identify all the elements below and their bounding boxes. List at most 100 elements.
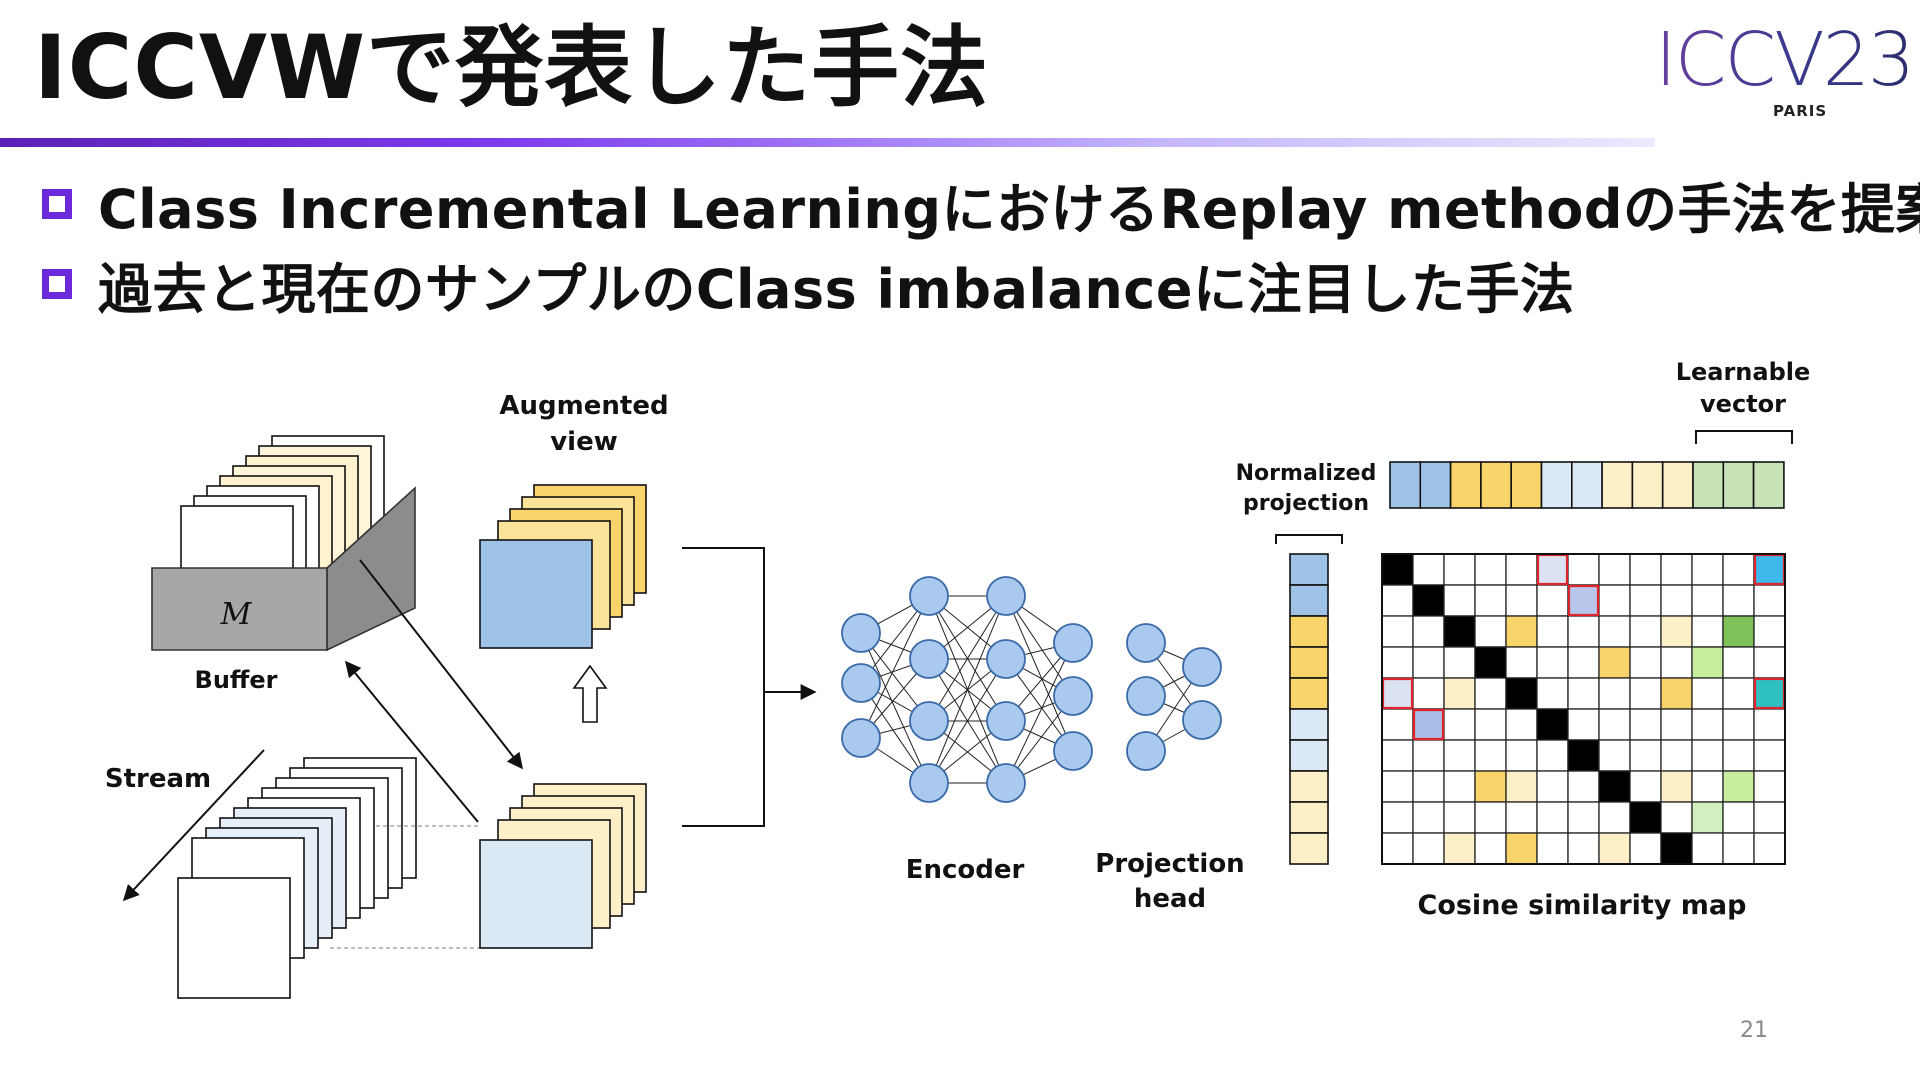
- similarity-cell: [1443, 801, 1476, 834]
- similarity-cell: [1722, 708, 1755, 741]
- similarity-cell: [1412, 739, 1445, 772]
- similarity-cell: [1381, 584, 1414, 617]
- similarity-cell: [1598, 801, 1631, 834]
- similarity-cell: [1598, 584, 1631, 617]
- projection-head-node: [1126, 676, 1166, 716]
- encoder-connection: [928, 658, 1007, 784]
- projection-head-label-line1: Projection: [1095, 849, 1244, 879]
- similarity-cell: [1412, 646, 1445, 679]
- similarity-cell: [1381, 615, 1414, 648]
- similarity-cell: [1505, 615, 1538, 648]
- normalized-label-line2: projection: [1243, 491, 1369, 516]
- similarity-cell: [1474, 584, 1507, 617]
- similarity-cell: [1443, 553, 1476, 586]
- similarity-cell: [1505, 708, 1538, 741]
- stream-label: Stream: [105, 764, 211, 794]
- encoder-connection: [860, 632, 930, 784]
- encoder-label: Encoder: [906, 855, 1025, 885]
- similarity-cell: [1505, 584, 1538, 617]
- similarity-cell: [1722, 739, 1755, 772]
- similarity-cell: [1691, 770, 1724, 803]
- normalized-projection-cell: [1289, 739, 1329, 772]
- similarity-cell: [1474, 708, 1507, 741]
- similarity-cell: [1660, 770, 1693, 803]
- learnable-vector-cell: [1661, 461, 1694, 509]
- similarity-cell: [1474, 646, 1507, 679]
- similarity-cell: [1691, 646, 1724, 679]
- similarity-cell: [1753, 646, 1786, 679]
- similarity-cell: [1381, 832, 1414, 865]
- similarity-cell: [1381, 739, 1414, 772]
- similarity-cell: [1505, 646, 1538, 679]
- learnable-vector-cell: [1419, 461, 1452, 509]
- similarity-cell: [1567, 584, 1600, 617]
- similarity-cell: [1412, 584, 1445, 617]
- similarity-cell: [1381, 677, 1414, 710]
- projection-head-node: [1126, 731, 1166, 771]
- similarity-cell: [1536, 770, 1569, 803]
- similarity-cell: [1660, 708, 1693, 741]
- iccv-logo: ICCV23 PARIS: [1655, 18, 1917, 128]
- square-bullet-icon: [42, 189, 72, 219]
- similarity-map-border: [1381, 553, 1786, 865]
- similarity-cell: [1753, 615, 1786, 648]
- logo-subtitle: PARIS: [1773, 102, 1828, 120]
- similarity-cell: [1660, 739, 1693, 772]
- similarity-cell: [1598, 615, 1631, 648]
- logo-text: ICCV23: [1655, 17, 1915, 103]
- similarity-cell: [1660, 832, 1693, 865]
- stream-arrow: [122, 749, 265, 902]
- similarity-cell: [1505, 677, 1538, 710]
- projection-head-network: [1126, 623, 1222, 771]
- cosine-map-label: Cosine similarity map: [1418, 890, 1747, 921]
- similarity-cell: [1660, 646, 1693, 679]
- encoder-connection: [860, 595, 930, 739]
- similarity-cell: [1691, 553, 1724, 586]
- projection-head-node: [1126, 623, 1166, 663]
- similarity-cell: [1474, 801, 1507, 834]
- similarity-cell: [1753, 770, 1786, 803]
- encoder-node: [1053, 731, 1093, 771]
- similarity-cell: [1412, 801, 1445, 834]
- bullet-text-2: 過去と現在のサンプルのClass imbalanceに注目した手法: [98, 257, 1575, 321]
- similarity-cell: [1660, 615, 1693, 648]
- learnable-vector-cell: [1540, 461, 1573, 509]
- encoder-connection: [1005, 642, 1074, 784]
- similarity-cell: [1536, 553, 1569, 586]
- encoder-node: [841, 718, 881, 758]
- similarity-cell: [1691, 615, 1724, 648]
- similarity-cell: [1474, 739, 1507, 772]
- similarity-cell: [1474, 832, 1507, 865]
- similarity-cell: [1660, 553, 1693, 586]
- similarity-cell: [1660, 584, 1693, 617]
- normalized-projection-cell: [1289, 832, 1329, 865]
- encoder-node: [1053, 676, 1093, 716]
- merge-bracket: [682, 547, 765, 827]
- similarity-cell: [1598, 677, 1631, 710]
- similarity-cell: [1567, 801, 1600, 834]
- buffer-to-view-arrow: [359, 559, 523, 770]
- similarity-cell: [1598, 553, 1631, 586]
- similarity-cell: [1443, 615, 1476, 648]
- similarity-cell-highlight: [1412, 708, 1445, 741]
- similarity-cell: [1536, 584, 1569, 617]
- similarity-cell: [1567, 646, 1600, 679]
- similarity-cell: [1567, 832, 1600, 865]
- normalized-projection-cell: [1289, 770, 1329, 803]
- encoder-node: [909, 639, 949, 679]
- learnable-vector-cell: [1692, 461, 1725, 509]
- similarity-cell: [1629, 646, 1662, 679]
- similarity-cell: [1567, 553, 1600, 586]
- buffer-symbol: M: [220, 597, 253, 632]
- similarity-cell: [1536, 708, 1569, 741]
- similarity-cell: [1381, 708, 1414, 741]
- similarity-cell: [1691, 584, 1724, 617]
- similarity-cell: [1753, 801, 1786, 834]
- learnable-label-line1: Learnable: [1676, 358, 1811, 386]
- similarity-cell: [1598, 646, 1631, 679]
- learnable-vector-cell: [1510, 461, 1543, 509]
- similarity-cell: [1753, 832, 1786, 865]
- similarity-cell: [1722, 584, 1755, 617]
- encoder-connection: [928, 595, 1007, 784]
- similarity-cell: [1412, 770, 1445, 803]
